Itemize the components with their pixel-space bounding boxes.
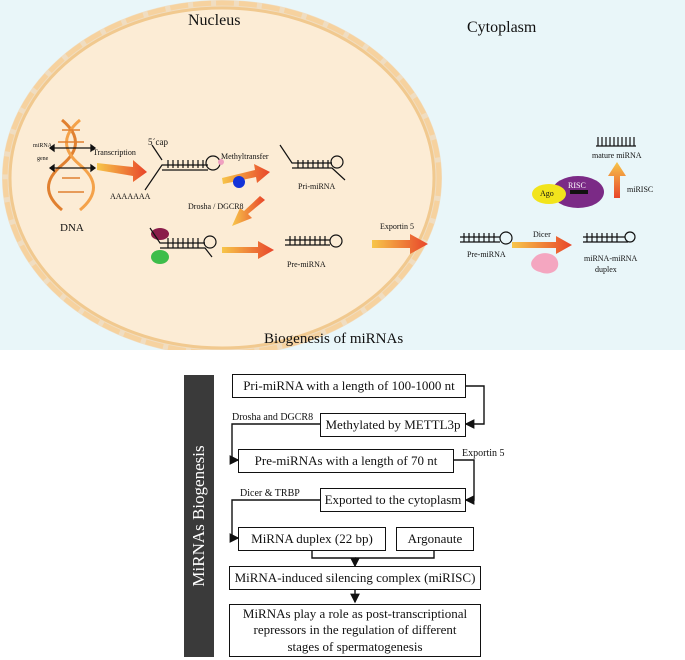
transcription-label: Transcription [93,148,136,157]
pri-mirna-hairpin-icon [279,144,346,181]
box-role: MiRNAs play a role as post-transcription… [229,604,481,657]
edge-exported-to-duplex [229,499,320,543]
biogenesis-flowchart: MiRNAs Biogenesis Pri-miRNA with a lengt… [0,350,685,660]
risc-label: RISC [568,181,586,190]
flowchart-connectors [229,385,485,604]
polya-label: AAAAAAA [110,192,151,201]
dicer-label: Dicer [533,230,551,239]
exportin-label: Exportin 5 [380,222,414,231]
pre-mirna-cytoplasm-icon [460,231,513,245]
box-pre-mirna: Pre-miRNAs with a length of 70 nt [238,449,454,473]
box-pri-mirna: Pri-miRNA with a length of 100-1000 nt [232,374,466,398]
duplex-label-2: duplex [595,265,617,274]
processing-hairpin-icon [149,227,217,258]
pre-mirna-nucleus-label: Pre-miRNA [287,260,326,269]
box-exported: Exported to the cytoplasm [320,488,466,512]
flowchart-sidebar: MiRNAs Biogenesis [184,375,214,657]
label-exportin: Exportin 5 [462,448,505,459]
duplex-label-1: miRNA-miRNA [584,254,638,263]
dicer-arrow-icon [512,236,572,254]
pre-mirna-cytoplasm-label: Pre-miRNA [467,250,506,259]
dicer-enzyme-icon [531,253,559,274]
edge-duplex-to-mirisc [311,548,360,568]
edge-methylated-to-pre [229,423,320,465]
dna-helix-icon [47,118,95,212]
illustration-canvas [2,0,636,350]
label-drosha-dgcr8: Drosha and DGCR8 [232,412,314,423]
biogenesis-illustration: Nucleus Cytoplasm Biogenesis of miRNAs D… [0,0,685,350]
dna-label: DNA [60,222,84,234]
box-duplex: MiRNA duplex (22 bp) [238,527,386,551]
box-mirisc: MiRNA-induced silencing complex (miRISC) [229,566,481,590]
gene-arrows-icon [48,143,97,173]
mirna-duplex-icon [583,231,636,243]
nucleus-envelope [2,0,442,350]
cap-label: 5´cap [148,137,168,147]
mature-mirna-label: mature miRNA [592,151,642,160]
mirisc-arrow-icon [608,162,626,198]
drosha-arrow-icon [232,196,265,226]
ago-protein-icon [532,184,566,204]
edge-pre-to-exported [454,459,475,505]
mirisc-label: miRISC [627,185,654,194]
transcription-arrow-icon [97,160,147,182]
ago-label: Ago [540,189,554,198]
exportin-arrow-icon [372,234,428,254]
mature-mirna-icon [596,137,636,147]
gene-label-2: gene [37,156,49,162]
pri-mirna-label: Pri-miRNA [298,182,336,191]
sidebar-title: MiRNAs Biogenesis [189,445,208,587]
drosha-label: Drosha / DGCR8 [188,202,244,211]
methyltransfer-label: Methyltransfer [221,152,269,161]
gene-label-1: miRNA [33,143,53,149]
cleavage-arrow-icon [222,241,274,259]
loaded-mirna-icon [570,190,588,194]
methyl-group-icon [233,176,245,188]
label-dicer-trbp: Dicer & TRBP [240,488,300,499]
methyl-tag-icon [218,159,224,165]
pre-mirna-nucleus-icon [285,234,343,248]
nucleus-label: Nucleus [188,12,241,29]
cytoplasm-label: Cytoplasm [467,19,537,36]
edge-pri-to-methylated [464,385,485,429]
box-argonaute: Argonaute [396,527,474,551]
edge-argonaute-to-mirisc [355,548,435,559]
nascent-hairpin-icon [144,144,221,191]
illustration-title: Biogenesis of miRNAs [264,331,404,347]
box-methylated: Methylated by METTL3p [320,413,466,437]
